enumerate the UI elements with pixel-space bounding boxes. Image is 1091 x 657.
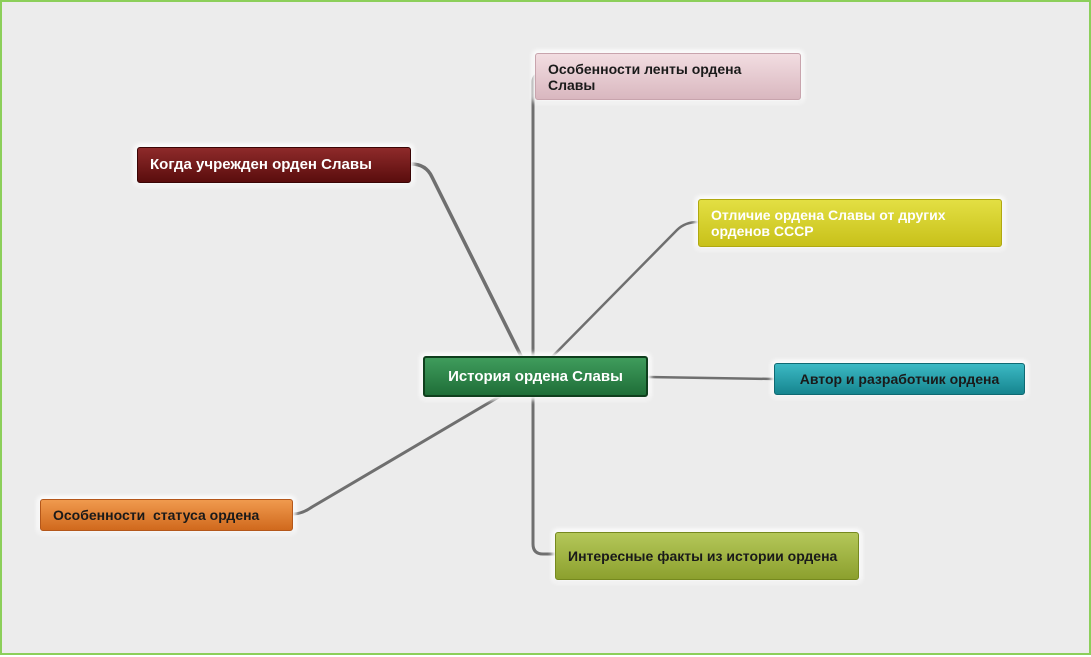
node-established-date-label: Когда учрежден орден Славы xyxy=(150,156,372,173)
node-ribbon-features[interactable]: Особенности ленты ордена Славы xyxy=(535,53,801,100)
connector-established xyxy=(409,162,526,364)
node-central-topic-label: История ордена Славы xyxy=(448,367,623,385)
connector-ribbon xyxy=(531,72,544,364)
node-established-date[interactable]: Когда учрежден орден Славы xyxy=(137,147,411,183)
node-interesting-facts[interactable]: Интересные факты из истории ордена xyxy=(555,532,859,580)
node-author[interactable]: Автор и разработчик ордена xyxy=(774,363,1025,395)
node-status-features[interactable]: Особенности статуса ордена xyxy=(40,499,293,531)
node-difference[interactable]: Отличие ордена Славы от других орденов С… xyxy=(698,199,1002,247)
node-status-features-label: Особенности статуса ордена xyxy=(53,507,260,523)
node-central-topic[interactable]: История ордена Славы xyxy=(423,356,648,397)
node-ribbon-features-label: Особенности ленты ордена Славы xyxy=(548,60,742,93)
node-difference-label: Отличие ордена Славы от других орденов С… xyxy=(711,207,946,239)
node-interesting-facts-label: Интересные факты из истории ордена xyxy=(568,548,838,564)
connector-difference xyxy=(545,220,700,364)
connector-status xyxy=(291,393,504,516)
connector-author xyxy=(646,375,776,381)
node-author-label: Автор и разработчик ордена xyxy=(799,371,1000,387)
connector-facts xyxy=(531,395,557,556)
